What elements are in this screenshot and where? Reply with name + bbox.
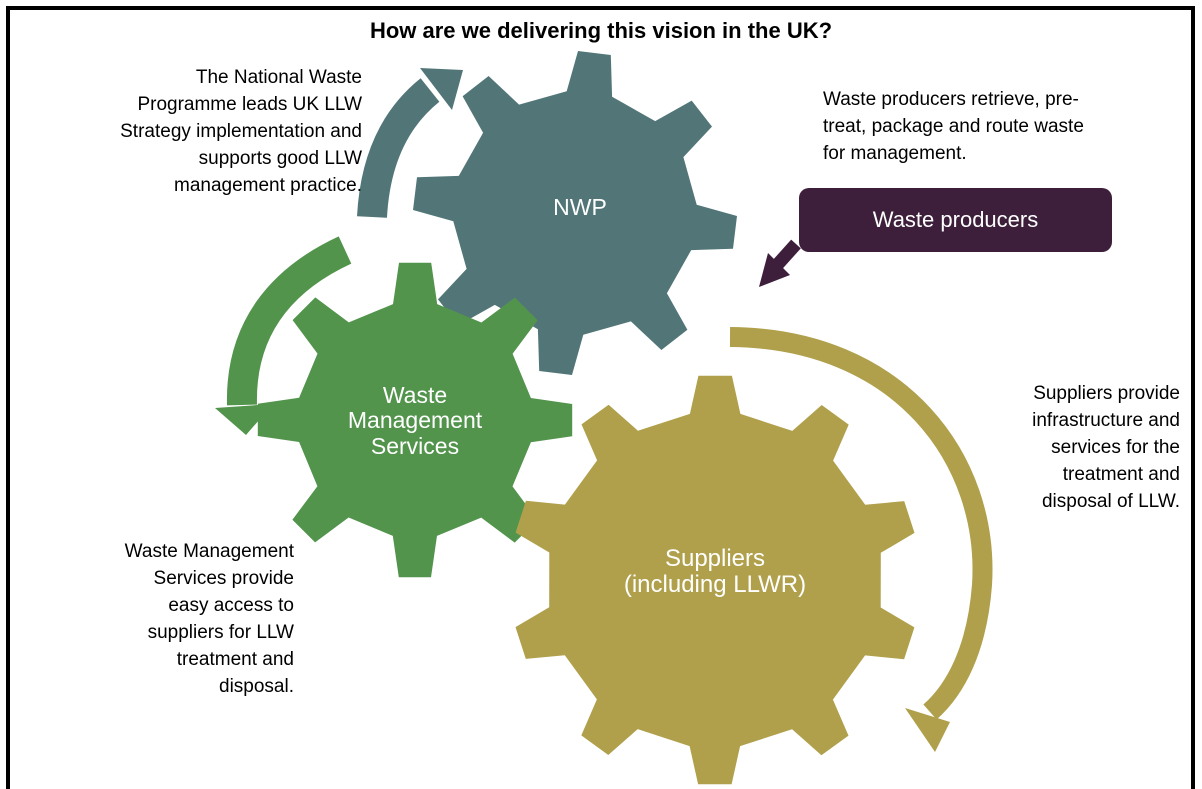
suppliers-cycle-arrow [729,327,993,752]
wms-cycle-arrow [215,236,352,435]
wms-label-line: Waste [382,382,448,408]
waste-producers-note-line: for management. [823,143,967,164]
nwp-cycle-arrow [357,68,463,218]
waste-producers-arrow [759,239,801,287]
wms-label-line: Management [347,407,483,434]
wms-note-line: treatment and [176,649,294,670]
wms-note-line: Services provide [153,568,294,589]
suppliers-note-line: services for the [1051,437,1180,458]
waste-producers-note-line: Waste producers retrieve, pre- [823,89,1079,110]
waste-producers-note-line: treat, package and route waste [823,116,1084,137]
waste-producers-box: Waste producers [799,188,1112,252]
suppliers-note-line: treatment and [1062,464,1180,485]
wms-note-line: Waste Management [124,541,294,562]
nwp-note-line: supports good LLW [198,148,362,169]
nwp-note-line: The National Waste [195,67,362,88]
nwp-note-line: Programme leads UK LLW [137,94,362,115]
nwp-note-line: Strategy implementation and [120,121,362,142]
wms-note: Waste Management Services provide easy a… [60,538,294,700]
waste-producers-note: Waste producers retrieve, pre- treat, pa… [823,86,1163,167]
wms-label-line: Services [370,432,460,459]
nwp-note-line: management practice. [174,175,362,196]
nwp-note: The National Waste Programme leads UK LL… [30,64,362,199]
suppliers-gear-label: Suppliers (including LLWR) [580,545,850,599]
wms-note-line: easy access to [168,595,294,616]
wms-note-line: disposal. [219,676,294,697]
nwp-gear [413,51,737,375]
suppliers-note-line: infrastructure and [1032,410,1180,431]
wms-gear [257,262,573,578]
suppliers-label-line: Suppliers [664,545,766,572]
suppliers-gear [515,375,915,785]
suppliers-note: Suppliers provide infrastructure and ser… [970,380,1180,515]
wms-note-line: suppliers for LLW [147,622,294,643]
suppliers-note-line: disposal of LLW. [1041,491,1180,512]
diagram-frame [6,6,1195,789]
suppliers-label-line: (including LLWR) [623,571,807,599]
suppliers-note-line: Suppliers provide [1033,383,1180,404]
nwp-gear-label: NWP [553,194,607,220]
diagram-title: How are we delivering this vision in the… [369,18,833,43]
wms-gear-label: Waste Management Services [320,382,510,459]
